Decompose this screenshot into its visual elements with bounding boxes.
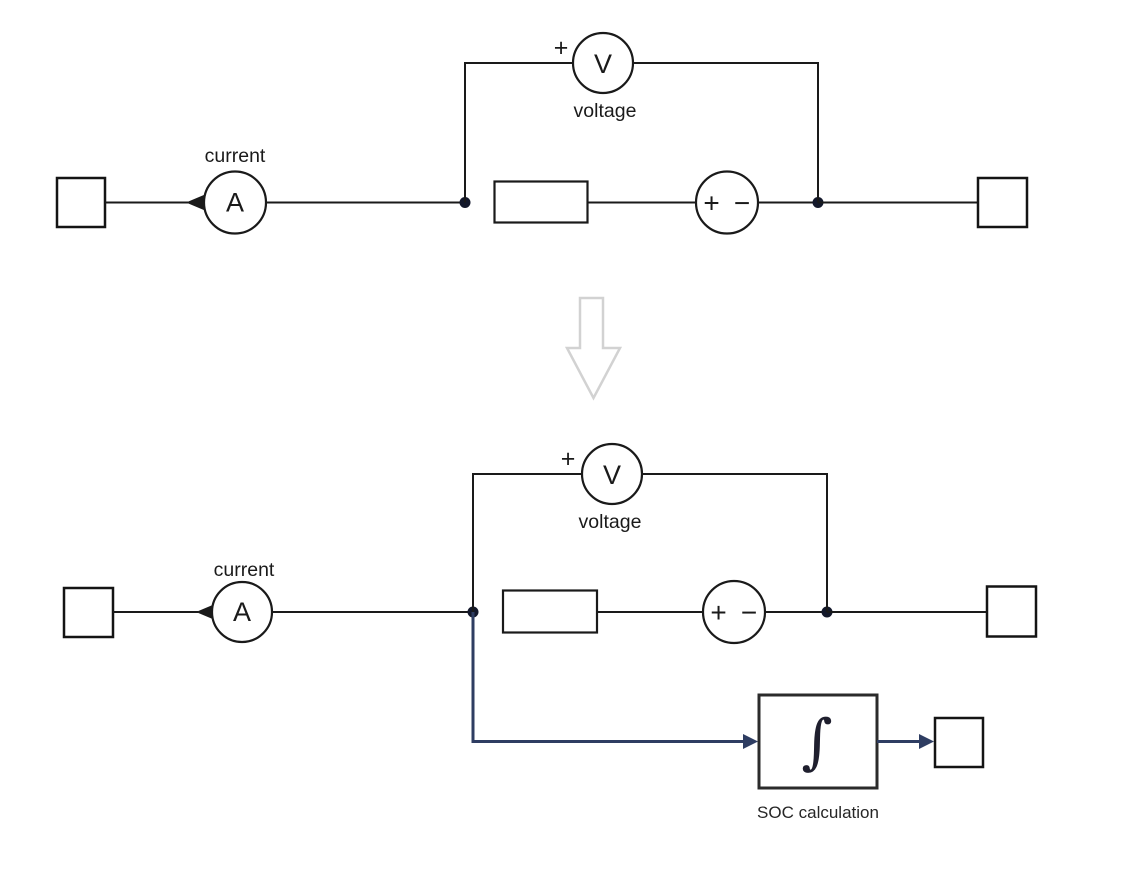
source-plus-sign: + <box>703 188 719 219</box>
voltmeter-branch-left <box>472 473 582 612</box>
voltmeter-branch-right <box>642 473 828 612</box>
soc-calculation-label: SOC calculation <box>757 803 879 822</box>
modified-circuit: A current + − + V voltage ∫ SOC calculat… <box>62 442 1038 822</box>
voltage-label: voltage <box>579 511 642 533</box>
voltmeter-branch-left <box>464 62 573 203</box>
integral-icon: ∫ <box>801 707 832 777</box>
soc-signal-wire <box>471 612 746 743</box>
right-port-block <box>976 176 1029 229</box>
ammeter-letter: A <box>233 597 251 627</box>
soc-integrator-block <box>757 693 879 790</box>
source-plus-sign: + <box>710 597 726 628</box>
transformation-down-arrow-icon <box>564 296 623 401</box>
left-port-block <box>55 176 107 229</box>
left-port-block <box>62 586 115 639</box>
voltmeter-branch-right <box>633 62 819 203</box>
source-minus-sign: − <box>734 188 750 219</box>
resistor-block <box>493 180 589 224</box>
soc-output-arrowhead-icon <box>919 734 934 749</box>
current-label: current <box>205 145 266 167</box>
right-port-block <box>985 585 1038 638</box>
original-circuit: A current + − + V voltage <box>55 31 1029 235</box>
soc-output-block <box>933 716 985 769</box>
current-direction-arrow-icon <box>186 194 205 211</box>
current-label: current <box>214 559 275 581</box>
voltmeter-letter: V <box>594 49 612 79</box>
current-direction-arrow-icon <box>196 604 215 620</box>
voltmeter-plus-sign: + <box>561 445 576 473</box>
voltage-label: voltage <box>574 100 637 122</box>
voltmeter-letter: V <box>603 460 621 490</box>
voltmeter-plus-sign: + <box>554 34 569 62</box>
resistor-block <box>501 589 599 634</box>
ammeter-letter: A <box>226 188 244 218</box>
source-minus-sign: − <box>741 597 757 628</box>
soc-signal-arrowhead-icon <box>743 734 758 749</box>
